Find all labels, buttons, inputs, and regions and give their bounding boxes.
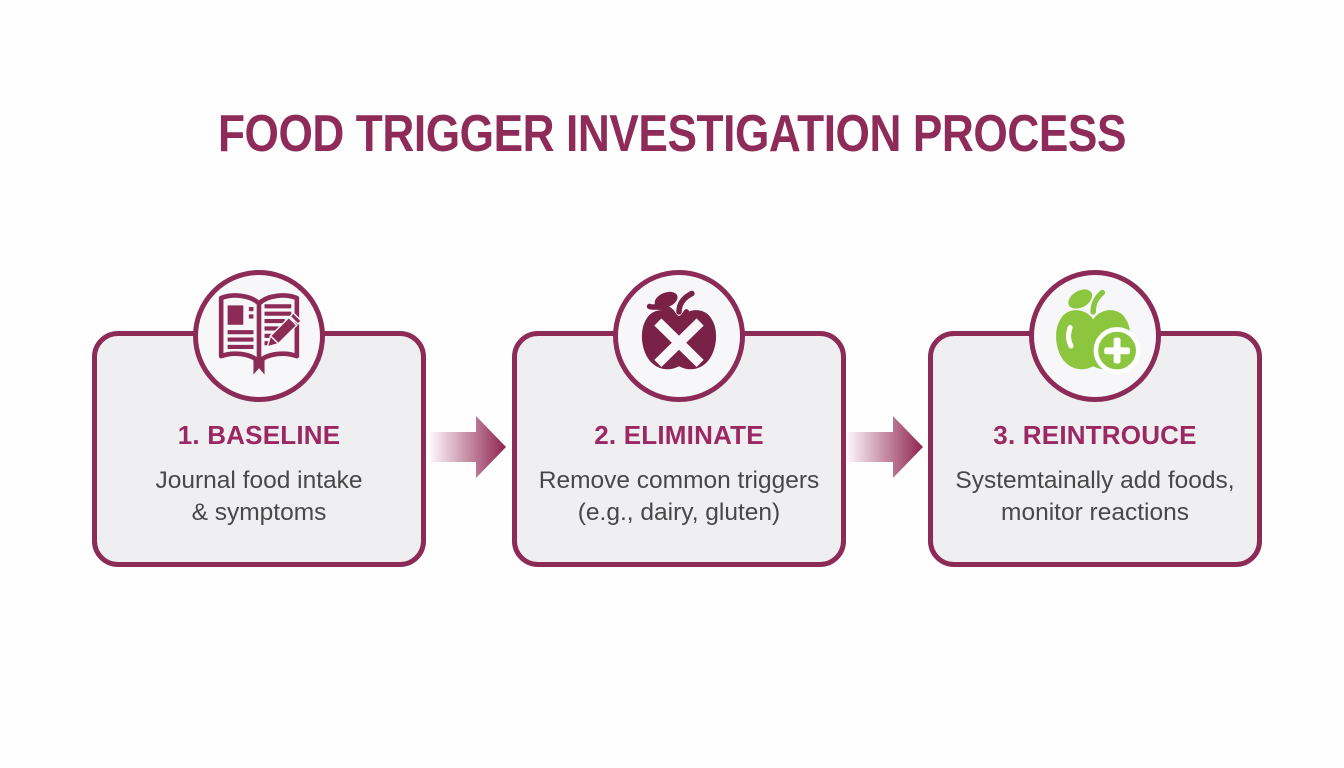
journal-pencil-icon — [211, 291, 307, 382]
step-description-line2: (e.g., dairy, gluten) — [577, 499, 781, 526]
step-icon-circle — [193, 270, 325, 402]
apple-plus-icon — [1047, 288, 1143, 385]
arrow-right-icon — [430, 416, 506, 478]
page-title: FOOD TRIGGER INVESTIGATION PROCESS — [217, 105, 1127, 163]
step-label: 1. BASELINE — [177, 420, 341, 450]
step-card-baseline: 1. BASELINE Journal food intake & sympto… — [92, 270, 426, 567]
step-icon-circle — [1029, 270, 1161, 402]
step-card-reintroduce: 3. REINTROUCE Systemtainally add foods, … — [928, 270, 1262, 567]
apple-crossed-icon — [633, 288, 725, 385]
step-description-line1: Remove common triggers — [538, 467, 820, 494]
step-label: 3. REINTROUCE — [993, 420, 1197, 450]
step-description-line2: & symptoms — [191, 499, 327, 526]
step-label: 2. ELIMINATE — [594, 420, 764, 450]
step-card-eliminate: 2. ELIMINATE Remove common triggers (e.g… — [512, 270, 846, 567]
arrow-right-icon — [847, 416, 923, 478]
step-description-line2: monitor reactions — [1001, 499, 1189, 526]
step-description-line1: Journal food intake — [155, 467, 363, 494]
step-icon-circle — [613, 270, 745, 402]
step-description-line1: Systemtainally add foods, — [955, 467, 1235, 494]
